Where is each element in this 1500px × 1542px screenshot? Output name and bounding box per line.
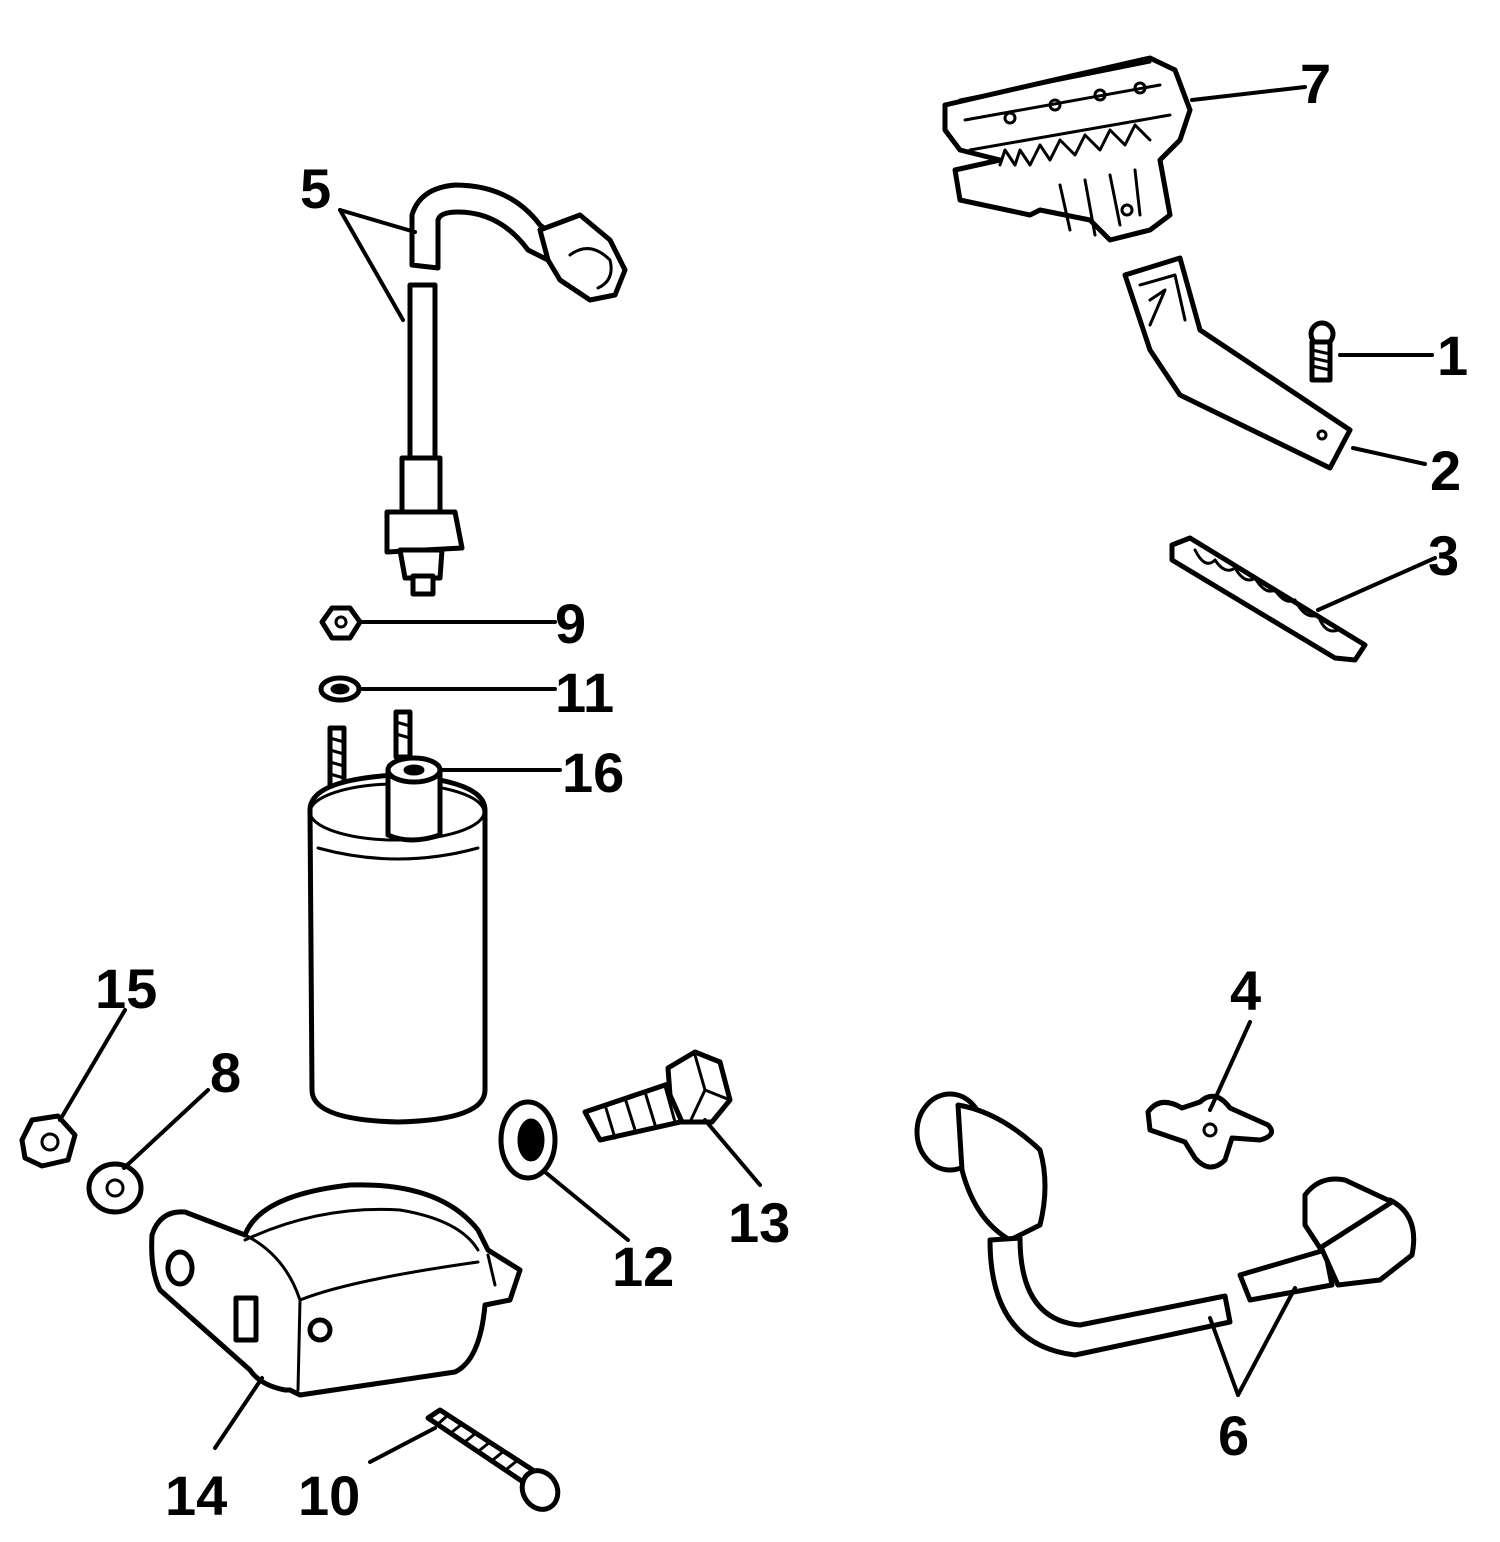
- part-1-screw: [1308, 320, 1336, 383]
- callout-numbers: 1 2 3 4 5 6 7 8 9 11 16 15 12 13 14 10: [95, 52, 1468, 1527]
- callout-15: 15: [95, 957, 157, 1020]
- callout-12: 12: [612, 1235, 674, 1298]
- part-3-ground-strap: [1169, 535, 1368, 663]
- part-16-ignition-coil: [307, 709, 488, 1125]
- callout-10: 10: [298, 1464, 360, 1527]
- callout-3: 3: [1428, 524, 1459, 587]
- callout-7: 7: [1300, 52, 1331, 115]
- callout-13: 13: [728, 1191, 790, 1254]
- part-6-spark-plug-lead: [914, 1091, 1417, 1358]
- callout-6: 6: [1218, 1404, 1249, 1467]
- callout-16: 16: [562, 741, 624, 804]
- part-15-nut: [19, 1113, 78, 1169]
- part-5-high-tension-lead: [384, 182, 628, 597]
- part-14-clamp: [149, 1182, 523, 1398]
- part-10-screw: [425, 1407, 561, 1512]
- callout-8: 8: [210, 1041, 241, 1104]
- part-7-terminal-block: [942, 55, 1193, 243]
- part-4-retainer-clip: [1145, 1093, 1275, 1170]
- part-2-bracket: [1122, 255, 1353, 471]
- callout-2: 2: [1430, 439, 1461, 502]
- callout-5: 5: [300, 157, 331, 220]
- part-12-washer: [498, 1099, 558, 1181]
- callout-9: 9: [555, 592, 586, 655]
- callout-1: 1: [1437, 324, 1468, 387]
- leader-lines: [58, 85, 1437, 1464]
- part-9-nut: [319, 605, 363, 641]
- part-13-bolt: [582, 1049, 733, 1143]
- callout-4: 4: [1230, 959, 1261, 1022]
- callout-11: 11: [555, 661, 614, 724]
- part-11-washer: [318, 675, 362, 703]
- callout-14: 14: [165, 1464, 227, 1527]
- part-8-lock-washer: [86, 1161, 144, 1215]
